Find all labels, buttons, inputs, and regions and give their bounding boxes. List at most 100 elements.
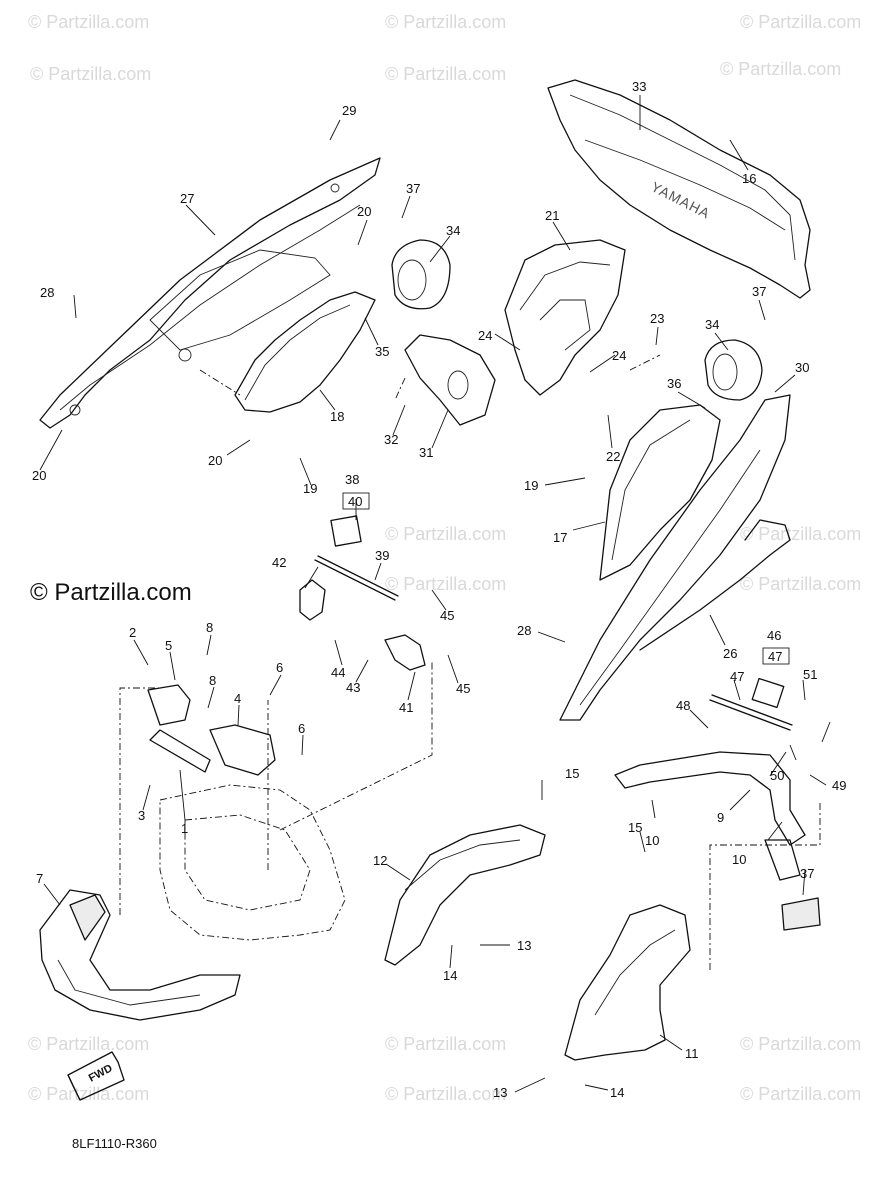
callout-12: 12	[373, 853, 387, 868]
callout-labels: 27 29 28 20 20 37 34 35 18 20 19 32 31 2…	[32, 79, 846, 1100]
callout-28: 30	[795, 360, 809, 375]
callout-1: 1	[181, 821, 188, 836]
callout-17: 17	[553, 530, 567, 545]
callout-30: 32	[384, 432, 398, 447]
callout-19: 19	[524, 478, 538, 493]
callout-48: 50	[770, 768, 784, 783]
callout-41: 43	[346, 680, 360, 695]
callout-35: 37	[406, 181, 420, 196]
callout-37: 38	[345, 472, 359, 487]
fender-11-shape	[564, 904, 691, 1061]
bracket-40-shape	[299, 579, 326, 621]
leader-lines	[39, 95, 831, 1093]
inner-frame-shape	[234, 291, 376, 413]
part-shapes: YAMAHA	[39, 79, 821, 1061]
callout-39: 41	[399, 700, 413, 715]
bracket-39-shape	[384, 634, 426, 671]
rod-45-shape	[709, 699, 791, 731]
callout-37: 39	[375, 548, 389, 563]
side-cover-left-shape	[39, 157, 381, 429]
callout-28: 29	[342, 103, 356, 118]
watermark: © Partzilla.com	[385, 64, 506, 84]
watermark: © Partzilla.com	[385, 524, 506, 544]
callout-6: 6	[276, 660, 283, 675]
watermark: © Partzilla.com	[385, 574, 506, 594]
callout-45: 47	[730, 669, 744, 684]
callout-2: 2	[129, 625, 136, 640]
watermark: © Partzilla.com	[28, 1084, 149, 1104]
callout-47: 48	[676, 698, 690, 713]
callout-box-46	[762, 647, 790, 665]
side-cover-right-shape	[559, 394, 791, 721]
callout-11: 11	[685, 1046, 699, 1061]
label-36-shape	[781, 897, 821, 931]
callout-14: 14	[443, 968, 457, 983]
callout-31: 33	[632, 79, 646, 94]
callout-42: 44	[331, 665, 345, 680]
callout-10: 10	[732, 852, 746, 867]
sleeve-46-shape	[751, 677, 785, 709]
callout-9: 9	[717, 810, 724, 825]
callout-40: 42	[272, 555, 286, 570]
callout-13: 13	[493, 1085, 507, 1100]
callout-43: 45	[440, 608, 454, 623]
callout-20: 20	[32, 468, 46, 483]
callout-33: 34	[446, 223, 460, 238]
rod-37-shape	[314, 559, 396, 601]
callout-14: 14	[610, 1085, 624, 1100]
frame-outline	[159, 784, 346, 941]
callout-49: 51	[803, 667, 817, 682]
callout-44: 45	[456, 681, 470, 696]
watermark: © Partzilla.com	[28, 12, 149, 32]
callout-26: 27	[180, 191, 194, 206]
watermark: © Partzilla.com	[30, 64, 151, 84]
callout-25: 26	[723, 646, 737, 661]
watermark: © Partzilla.com	[740, 524, 861, 544]
callout-34: 35	[375, 344, 389, 359]
watermark: © Partzilla.com	[385, 1034, 506, 1054]
callout-19: 19	[303, 481, 317, 496]
callout-21: 21	[545, 208, 559, 223]
sleeve-38-shape	[330, 515, 362, 547]
bracket-29-shape	[404, 334, 496, 426]
callout-5: 5	[165, 638, 172, 653]
callout-29: 31	[419, 445, 433, 460]
brand-embossing: YAMAHA	[649, 178, 713, 221]
fwd-label: FWD	[87, 1062, 115, 1084]
callout-24: 24	[478, 328, 492, 343]
callout-47: 49	[832, 778, 846, 793]
diagram-code: 8LF1110-R360	[72, 1136, 157, 1151]
callout-15: 15	[628, 820, 642, 835]
callout-8: 8	[206, 620, 213, 635]
inner-panel-right-shape	[599, 404, 721, 581]
callout-16: 16	[742, 171, 756, 186]
callout-box-38	[342, 492, 370, 510]
callout-32: 34	[705, 317, 719, 332]
watermark: © Partzilla.com	[740, 574, 861, 594]
callout-45: 46	[767, 628, 781, 643]
callout-27: 28	[40, 285, 54, 300]
bracket-5-shape	[147, 684, 191, 726]
callout-27: 28	[517, 623, 531, 638]
watermark: © Partzilla.com	[740, 1084, 861, 1104]
callout-20: 20	[357, 204, 371, 219]
front-grille-shape	[547, 79, 811, 299]
callout-18: 18	[330, 409, 344, 424]
fender-12-shape	[384, 824, 546, 966]
callout-7: 7	[36, 871, 43, 886]
cup-right-shape	[704, 339, 763, 401]
callout-13: 13	[517, 938, 531, 953]
callout-22: 22	[606, 449, 620, 464]
watermark: © Partzilla.com	[740, 1034, 861, 1054]
callout-4: 4	[234, 691, 241, 706]
watermark: © Partzilla.com	[28, 1034, 149, 1054]
callout-3: 3	[138, 808, 145, 823]
callout-46: 47	[768, 649, 782, 664]
callout-8: 8	[209, 673, 216, 688]
watermark: © Partzilla.com	[385, 12, 506, 32]
watermark: © Partzilla.com	[740, 12, 861, 32]
callout-15: 15	[565, 766, 579, 781]
callout-6: 6	[298, 721, 305, 736]
assembly-lines	[119, 354, 821, 970]
